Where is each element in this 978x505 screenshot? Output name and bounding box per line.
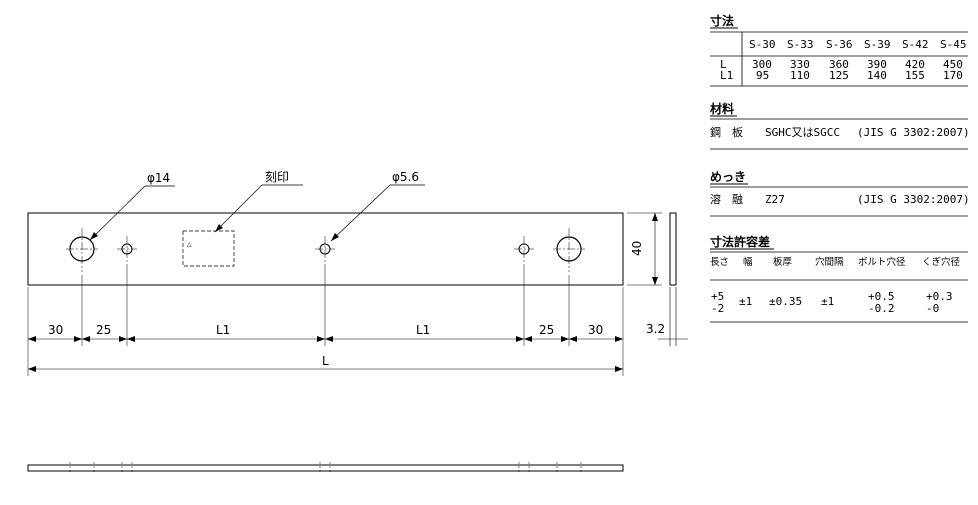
hidden-holes: [69, 462, 582, 474]
dimensions-table: 寸法 S-30 S-33 S-36 S-39 S-42 S-45 L L1 30…: [710, 13, 968, 87]
chain-arrows: [28, 336, 623, 342]
plating-standard: (JIS G 3302:2007): [857, 193, 970, 206]
extension-lines: [27, 264, 624, 376]
tol-header-width: 幅: [743, 256, 753, 268]
model-s45: S-45: [940, 38, 967, 51]
cell-l1-s45: 170: [943, 69, 963, 82]
stamp-label: 刻印: [265, 170, 289, 184]
leader-arrows: [90, 224, 339, 241]
dim-25-right: 25: [539, 323, 554, 337]
cell-l-s45: 450: [943, 58, 963, 71]
cell-l1-s30: 95: [756, 69, 769, 82]
model-s36: S-36: [826, 38, 853, 51]
row-label-l: L: [720, 58, 727, 71]
row-label-l1: L1: [720, 69, 733, 82]
tol-bolt-plus: +0.5: [868, 290, 895, 303]
cell-l-s42: 420: [905, 58, 925, 71]
plating-name: 溶 融: [710, 192, 743, 206]
dim-25-left: 25: [96, 323, 111, 337]
thickness-label: 3.2: [646, 322, 665, 336]
tol-header-length: 長さ: [710, 257, 729, 268]
small-hole-label: φ5.6: [392, 170, 419, 184]
model-s33: S-33: [787, 38, 814, 51]
tol-header-pitch: 穴間隔: [815, 256, 844, 268]
dim-30-left: 30: [48, 323, 63, 337]
cell-l1-s42: 155: [905, 69, 925, 82]
stamp-area: [182, 230, 235, 267]
tol-header-bolt: ボルト穴径: [858, 256, 906, 268]
tol-header-nail: くぎ穴径: [922, 256, 961, 268]
material-grade: SGHC又はSGCC: [765, 126, 840, 139]
tol-header-thickness: 板厚: [773, 256, 793, 268]
tol-pitch: ±1: [821, 295, 834, 308]
plate-top-view: [27, 464, 624, 472]
height-dimension: [627, 212, 662, 286]
model-s39: S-39: [864, 38, 891, 51]
tol-thickness: ±0.35: [769, 295, 802, 308]
cell-l1-s36: 125: [829, 69, 849, 82]
plating-title: めっき: [710, 170, 746, 184]
cell-l-s33: 330: [790, 58, 810, 71]
cell-l-s39: 390: [867, 58, 887, 71]
stamp-mark: △: [187, 241, 192, 248]
tol-bolt-minus: -0.2: [868, 302, 895, 315]
thickness-dimension: [658, 287, 688, 346]
nail-hole-right: [518, 243, 530, 255]
plating-section: めっき 溶 融 Z27 (JIS G 3302:2007): [710, 170, 970, 217]
material-section: 材料 鋼 板 SGHC又はSGCC (JIS G 3302:2007): [709, 101, 970, 150]
model-s42: S-42: [902, 38, 929, 51]
nail-hole-center: [319, 243, 331, 255]
tol-width: ±1: [739, 295, 752, 308]
model-s30: S-30: [749, 38, 776, 51]
plate-front-view: [27, 212, 624, 286]
cell-l1-s33: 110: [790, 69, 810, 82]
material-name: 鋼 板: [710, 125, 743, 139]
overall-label: L: [322, 354, 329, 368]
cell-l1-s39: 140: [867, 69, 887, 82]
dim-30-right: 30: [588, 323, 603, 337]
bolt-hole-left: [69, 236, 95, 262]
cell-l-s30: 300: [752, 58, 772, 71]
material-title: 材料: [709, 101, 734, 116]
tolerance-section: 寸法許容差 長さ 幅 板厚 穴間隔 ボルト穴径 くぎ穴径 +5 -2 ±1 ±0…: [710, 234, 968, 323]
plating-grade: Z27: [765, 193, 785, 206]
leader-lines: [89, 184, 425, 242]
tol-nail-minus: -0: [926, 302, 939, 315]
dim-l1-right: L1: [416, 323, 430, 337]
center-lines: [66, 228, 585, 272]
dim-l1-left: L1: [216, 323, 230, 337]
plate-side-view: [669, 212, 677, 286]
material-standard: (JIS G 3302:2007): [857, 126, 970, 139]
nail-hole-left: [121, 243, 133, 255]
bolt-hole-right: [556, 236, 582, 262]
tol-nail-plus: +0.3: [926, 290, 953, 303]
large-hole-label: φ14: [147, 171, 170, 185]
tol-length-plus: +5: [711, 290, 724, 303]
tolerance-title: 寸法許容差: [710, 234, 770, 249]
tol-length-minus: -2: [711, 302, 724, 315]
cell-l-s36: 360: [829, 58, 849, 71]
height-label: 40: [630, 241, 644, 256]
dimensions-title: 寸法: [710, 13, 734, 28]
